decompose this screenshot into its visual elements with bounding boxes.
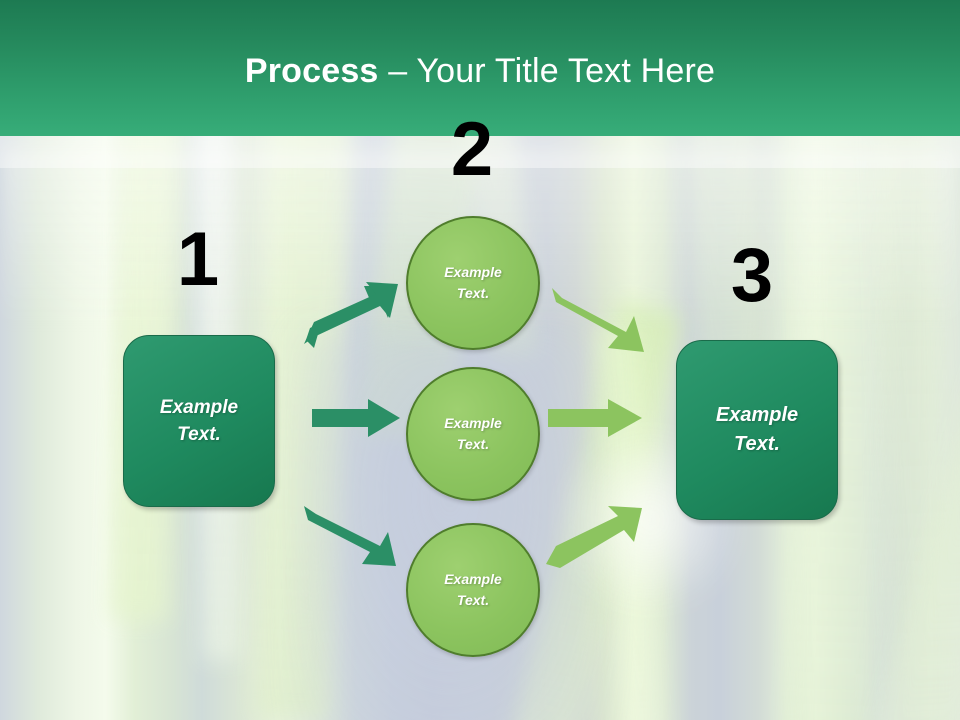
arrow-right-down — [552, 288, 644, 352]
step-number-3: 3 — [730, 233, 774, 318]
arrow-right-up — [546, 506, 642, 568]
process-box-right-line1: Example — [715, 404, 799, 426]
process-circle-top-line1: Example — [444, 264, 502, 280]
step-number-2: 2 — [450, 107, 494, 192]
process-box-left-line1: Example — [159, 397, 239, 418]
process-circle-top-line2: Text. — [456, 285, 490, 301]
step-number-1: 1 — [176, 217, 220, 302]
process-box-left[interactable]: Example Text. — [123, 335, 275, 507]
title-bar — [0, 0, 960, 136]
process-circle-bottom-text: Example Text. — [444, 569, 502, 611]
process-box-right-line2: Text. — [734, 433, 780, 455]
arrow-left-up — [304, 282, 398, 348]
process-circle-middle[interactable]: Example Text. — [406, 367, 540, 501]
process-circle-middle-line2: Text. — [456, 436, 490, 452]
process-circle-middle-text: Example Text. — [444, 413, 502, 455]
grass-blade-icon — [873, 119, 955, 720]
process-circle-top[interactable]: Example Text. — [406, 216, 540, 350]
process-circle-middle-line1: Example — [444, 415, 502, 431]
process-box-right-text: Example Text. — [716, 401, 798, 459]
page-title-bold: Process — [244, 52, 379, 90]
grass-blade-icon — [871, 316, 960, 720]
process-box-right[interactable]: Example Text. — [676, 340, 838, 520]
page-title-rest: – Your Title Text Here — [378, 52, 716, 90]
arrow-right-mid — [548, 399, 642, 437]
process-box-left-text: Example Text. — [160, 394, 238, 448]
process-circle-top-text: Example Text. — [444, 262, 502, 304]
title-bar-underline-strip — [0, 136, 960, 168]
page-title: Process – Your Title Text Here — [0, 50, 960, 92]
process-box-left-line2: Text. — [177, 424, 221, 445]
process-circle-bottom[interactable]: Example Text. — [406, 523, 540, 657]
process-circle-bottom-line2: Text. — [456, 592, 490, 608]
arrow-left-down — [304, 506, 396, 566]
arrow-left-mid — [312, 399, 400, 437]
process-circle-bottom-line1: Example — [444, 571, 502, 587]
